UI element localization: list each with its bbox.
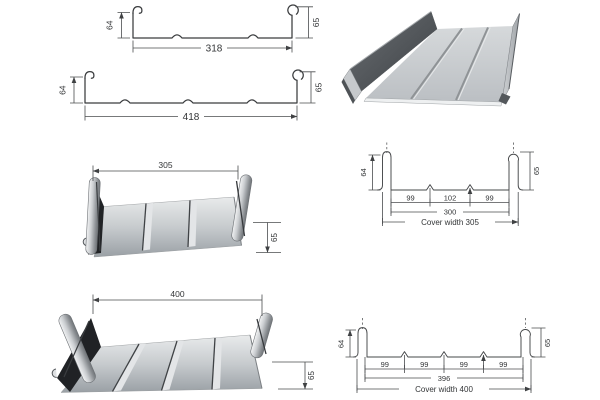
profile-418-height-right-label: 65 — [314, 83, 324, 93]
figure-profile-318: 318 64 65 — [105, 4, 321, 54]
dims400-seg3-label: 99 — [460, 360, 468, 369]
dims400-cover-halo — [399, 384, 489, 394]
panel400-dim-arrow-lines — [93, 300, 305, 389]
figure-profile-418: 418 64 65 — [58, 69, 324, 123]
panel305-height-label: 65 — [270, 233, 279, 242]
dims305-left-seam-glyph — [377, 151, 392, 191]
dims400-inner-width-label: 396 — [438, 374, 451, 383]
panel400-width-label: 400 — [170, 289, 184, 299]
panel305-dim-arrow-lines — [93, 171, 268, 253]
dims400-left-seam-glyph — [353, 327, 368, 358]
dims305-inner-width-halo — [437, 207, 463, 217]
dims400-height-right-label: 65 — [543, 339, 552, 347]
figure-dims-305: 99 102 99 300 Cover width 305 64 65 — [359, 142, 541, 227]
panel305-pan-surface — [93, 196, 242, 258]
profile-418-dim-arrow-lines — [74, 72, 312, 117]
dims400-centerlines — [362, 318, 526, 329]
figure-3d-render — [341, 11, 520, 107]
render-rib-highlight-lines — [413, 27, 491, 101]
panel400-height-label: 65 — [307, 371, 316, 380]
figure-panel-400: 400 65 — [51, 289, 316, 393]
dims305-seg3-label: 99 — [485, 193, 493, 202]
dims305-dim-arrow-lines — [373, 152, 531, 222]
render-front-edge — [363, 97, 503, 107]
dims400-height-left-label: 64 — [337, 340, 346, 348]
dims305-pan-line — [390, 184, 510, 191]
profile-318-height-left-label: 64 — [105, 20, 115, 30]
profile-318-width-label: 318 — [206, 43, 223, 54]
dims400-right-seam-glyph — [519, 329, 535, 358]
dims305-seg1-label: 99 — [406, 193, 414, 202]
profile-318-height-right-label: 65 — [311, 18, 321, 28]
profile-418-height-left-label: 64 — [58, 85, 68, 95]
render-right-front-hook — [498, 93, 511, 105]
profile-418-label-halo — [178, 110, 204, 122]
render-pan-surface — [366, 26, 513, 102]
render-rib-shadow-lines — [410, 27, 489, 101]
profile-418-width-label: 418 — [183, 112, 200, 123]
dims305-centerlines — [386, 142, 514, 153]
dims400-seg2-label: 99 — [420, 360, 428, 369]
dims305-inner-width-label: 300 — [444, 208, 457, 217]
dims305-cover-width-label: Cover width 305 — [421, 218, 479, 227]
profile-418-left-hook — [84, 70, 95, 80]
dims400-inner-width-halo — [431, 373, 457, 383]
profile-318-outline — [132, 12, 293, 39]
render-left-seam-top-highlight — [349, 11, 432, 70]
dims400-dim-arrow-lines — [350, 328, 542, 389]
profile-318-label-halo — [201, 42, 227, 53]
dims400-tick-marks — [345, 327, 546, 393]
dims305-height-right-label: 65 — [532, 167, 541, 175]
render-left-flange-shadow — [341, 78, 355, 104]
dims305-cover-halo — [405, 217, 495, 227]
profile-418-outline — [84, 77, 298, 104]
profile-318-dim-arrow-lines — [122, 7, 309, 48]
dims305-height-left-label: 64 — [359, 168, 368, 176]
panel305-width-label: 305 — [158, 160, 172, 170]
dims305-seg2-label: 102 — [444, 193, 457, 202]
dims400-cover-width-label: Cover width 400 — [415, 385, 473, 394]
figure-dims-400: 99 99 99 99 396 Cover width 400 64 65 — [337, 318, 552, 394]
dims400-seg4-label: 99 — [499, 360, 507, 369]
render-right-seam-edge — [508, 13, 520, 90]
profile-318-left-hook — [132, 5, 143, 15]
panel400-left-bottom-curl — [51, 368, 57, 378]
dims400-seg1-label: 99 — [381, 360, 389, 369]
figure-panel-305: 305 65 — [82, 160, 281, 258]
panel400-left-seam-inner-edge — [63, 320, 90, 378]
dims305-right-seam-glyph — [508, 153, 524, 191]
